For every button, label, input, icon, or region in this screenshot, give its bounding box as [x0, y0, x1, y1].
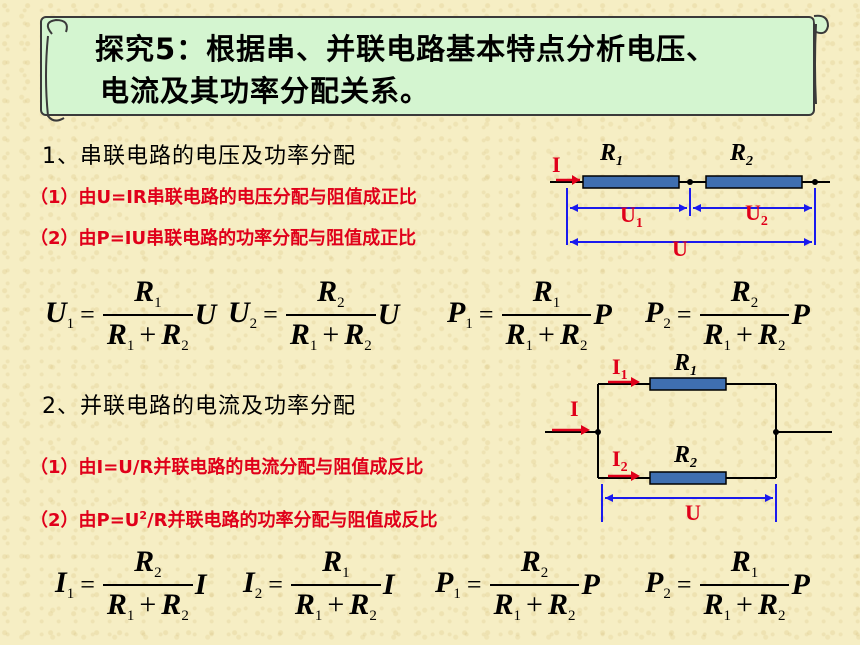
series-resistor-r1 [582, 175, 680, 189]
formula-lhs: I2 [243, 566, 263, 603]
formula-rhs: I [382, 567, 395, 601]
series-rule-1: （1）由U=IR串联电路的电压分配与阻值成正比 [30, 187, 417, 208]
series-u1-label: U [620, 202, 636, 227]
formula-lhs: P2 [645, 566, 671, 603]
formula-lhs: P2 [645, 296, 671, 333]
parallel-heading: 2、并联电路的电流及功率分配 [42, 394, 356, 419]
formula-rhs: U [194, 297, 217, 331]
parallel-rule-2: （2）由P=U2/R并联电路的功率分配与阻值成反比 [30, 509, 438, 531]
svg-text:I1: I1 [612, 354, 628, 383]
series-rule-2: （2）由P=IU串联电路的功率分配与阻值成正比 [30, 228, 417, 249]
series-resistor-r2 [705, 175, 803, 189]
parallel-circuit-diagram: I I1 I2 R1 R2 U [545, 350, 832, 525]
title-line-1: 探究5：根据串、并联电路基本特点分析电压、 [95, 32, 717, 66]
parallel-i1-label: I [612, 354, 621, 379]
parallel-i2-label: I [612, 446, 621, 471]
parallel-resistor-r2 [649, 471, 727, 485]
formula-lhs: P1 [435, 566, 461, 603]
formula-rhs: P [593, 297, 612, 331]
series-heading: 1、串联电路的电压及功率分配 [42, 144, 356, 169]
formula-rhs: I [194, 567, 207, 601]
svg-text:R2: R2 [673, 442, 697, 471]
parallel-r2-label: R [673, 442, 690, 468]
title-line-2: 电流及其功率分配关系。 [100, 74, 431, 108]
scroll-curls [45, 14, 830, 122]
parallel-rule-1: （1）由I=U/R并联电路的电流分配与阻值成反比 [30, 457, 424, 478]
formula-rhs: P [791, 297, 810, 331]
formula-lhs: U2 [228, 296, 258, 333]
series-r1-label: R [599, 140, 616, 166]
svg-text:U2: U2 [745, 200, 768, 229]
svg-text:U1: U1 [620, 202, 643, 231]
svg-text:R1: R1 [673, 350, 697, 379]
parallel-u-label: U [685, 500, 701, 525]
svg-text:R1: R1 [599, 140, 623, 169]
formula-lhs: I1 [55, 566, 75, 603]
series-u-label: U [672, 236, 688, 260]
series-current-label: I [552, 152, 561, 177]
formula-rhs: P [581, 567, 600, 601]
title-banner [40, 16, 815, 116]
svg-text:I2: I2 [612, 446, 628, 475]
formula-rhs: P [791, 567, 810, 601]
svg-text:R2: R2 [729, 140, 753, 169]
parallel-r1-label: R [673, 350, 690, 376]
formula-lhs: P1 [447, 296, 473, 333]
series-r2-label: R [729, 140, 746, 166]
series-u2-label: U [745, 200, 761, 225]
series-circuit-diagram: I R1 R2 U1 U2 U [550, 140, 830, 260]
parallel-current-label: I [570, 396, 579, 421]
parallel-resistor-r1 [649, 377, 727, 391]
formula-lhs: U1 [45, 296, 75, 333]
formula-rhs: U [377, 297, 400, 331]
page-title: 探究5：根据串、并联电路基本特点分析电压、 电流及其功率分配关系。 [95, 28, 795, 112]
